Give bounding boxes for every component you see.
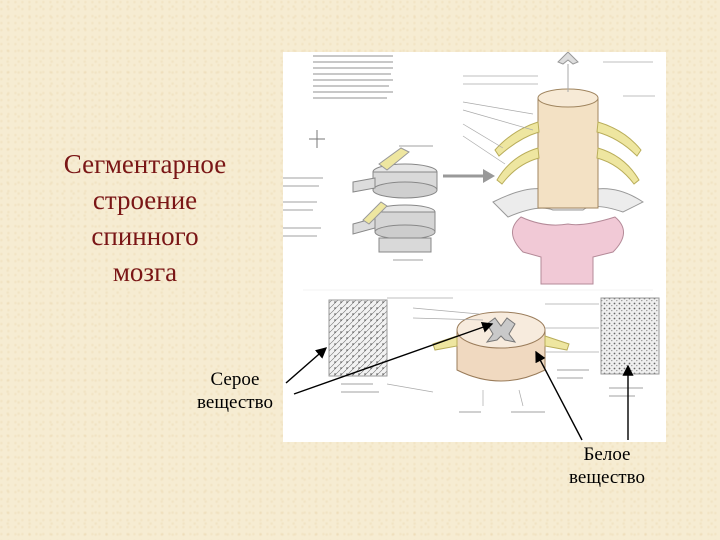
white-matter-label-line-1: Белое [583,444,631,465]
gray-matter-arrow-1 [285,347,328,384]
gray-matter-micrograph [328,299,388,377]
white-matter-micrograph [600,297,660,375]
vertebral-column [352,147,438,253]
gray-matter-label: Серое вещество [183,368,287,414]
white-matter-label: Белое вещество [552,443,662,489]
panel-b-labels [341,369,643,413]
slide-title: Сегментарное строение спинного мозга [40,146,250,290]
gray-matter-label-line-2: вещество [197,392,273,413]
title-line-3: спинного [91,221,199,251]
caption-text-block [313,55,393,99]
enlarged-spinal-cord [492,52,644,285]
title-line-2: строение [92,185,198,215]
top-leader-lines [462,61,655,165]
panel-a-labels [283,145,433,261]
gray-matter-label-line-1: Серое [210,369,260,390]
gray-matter-arrow-2 [293,321,494,395]
white-matter-label-line-2: вещество [569,467,645,488]
white-matter-arrow-1 [535,350,583,441]
bottom-leader-lines [386,297,599,407]
spinal-cord-figure [283,52,666,442]
title-line-4: мозга [112,257,178,287]
orientation-icon [309,130,325,148]
title-line-1: Сегментарное [63,149,227,179]
figure-illustration [283,52,660,413]
panel-arrow [443,169,495,183]
cross-section [432,311,570,382]
